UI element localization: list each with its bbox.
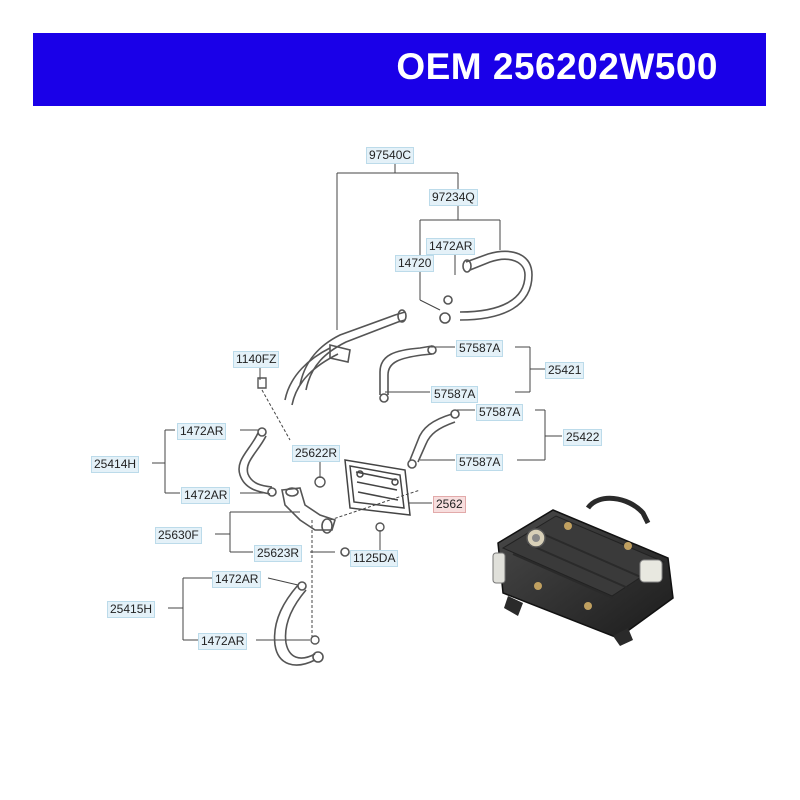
callout-97234q: 97234Q (429, 189, 478, 206)
callout-1472ar-top: 1472AR (426, 238, 476, 255)
callout-57587a-1: 57587A (456, 340, 504, 357)
callout-25622r: 25622R (292, 445, 341, 462)
callout-57587a-3: 57587A (476, 404, 524, 421)
callout-25422: 25422 (563, 429, 603, 446)
hose-25421 (379, 345, 437, 403)
part-number-title: OEM 256202W500 (396, 46, 718, 87)
title-banner: OEM 256202W500 (33, 33, 766, 106)
hose-97234q (439, 250, 533, 324)
callout-25630f: 25630F (155, 527, 202, 544)
callout-25414h: 25414H (91, 456, 140, 473)
callout-1472ar-l2: 1472AR (181, 487, 231, 504)
fitting-25630f (281, 487, 350, 557)
hose-25415h (273, 581, 324, 666)
callout-57587a-4: 57587A (456, 454, 504, 471)
bolts (257, 377, 385, 645)
callout-25623r: 25623R (254, 545, 303, 562)
pipe-assembly-97540c (284, 309, 407, 406)
callout-25421: 25421 (545, 362, 585, 379)
callout-1472ar-b1: 1472AR (212, 571, 262, 588)
hose-25422 (407, 409, 460, 469)
callout-57587a-2: 57587A (431, 386, 479, 403)
callout-1472ar-l1: 1472AR (177, 423, 227, 440)
oil-cooler-product-image (492, 495, 674, 646)
callout-1472ar-b2: 1472AR (198, 633, 248, 650)
callout-97540c: 97540C (366, 147, 415, 164)
callout-1140fz: 1140FZ (233, 351, 280, 368)
callout-2562-highlighted: 2562 (433, 496, 466, 513)
callout-25415h: 25415H (107, 601, 156, 618)
oil-cooler-diagram (344, 459, 411, 516)
callout-14720: 14720 (395, 255, 435, 272)
hose-25414h (238, 427, 277, 497)
callout-1125da: 1125DA (350, 550, 399, 567)
